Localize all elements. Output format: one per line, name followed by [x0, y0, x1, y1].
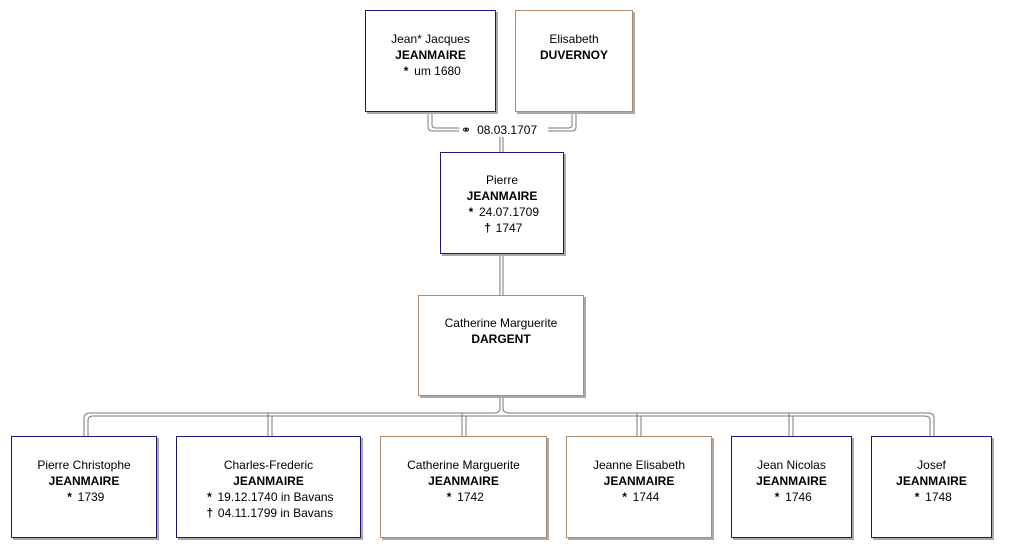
mother-surname: DUVERNOY	[539, 48, 608, 62]
birth-symbol: *	[403, 64, 409, 78]
birth-symbol: *	[67, 490, 72, 504]
child-card[interactable]: Jean Nicolas JEANMAIRE *1746	[731, 436, 852, 538]
birth-symbol: *	[774, 490, 780, 504]
mother-card[interactable]: Elisabeth DUVERNOY	[515, 10, 633, 112]
child-card[interactable]: Pierre Christophe JEANMAIRE *1739	[11, 436, 157, 538]
child-surname: JEANMAIRE	[233, 474, 304, 488]
father-birth: *um 1680	[366, 63, 495, 79]
marriage-date: 08.03.1707	[477, 123, 538, 137]
child-birth: *1746	[732, 489, 851, 505]
person-death: †1747	[441, 220, 563, 236]
child-birth: *19.12.1740 in Bavans	[177, 489, 360, 505]
spouse-given-name: Catherine Marguerite	[444, 316, 558, 330]
death-symbol: †	[484, 221, 491, 235]
marriage-icon: ⚭	[461, 123, 472, 137]
child-surname: JEANMAIRE	[896, 474, 967, 488]
father-card[interactable]: Jean* Jacques JEANMAIRE *um 1680	[365, 10, 496, 112]
child-card[interactable]: Josef JEANMAIRE *1748	[871, 436, 992, 538]
child-death: †04.11.1799 in Bavans	[177, 505, 360, 521]
spouse-card[interactable]: Catherine Marguerite DARGENT	[418, 295, 584, 396]
child-birth: *1742	[381, 489, 546, 505]
child-given-name: Charles-Frederic	[223, 458, 314, 472]
child-given-name: Catherine Marguerite	[407, 458, 520, 472]
father-given-name: Jean* Jacques	[391, 32, 470, 46]
birth-symbol: *	[622, 490, 627, 504]
child-surname: JEANMAIRE	[48, 474, 120, 488]
child-given-name: Josef	[917, 458, 946, 472]
person-birth: *24.07.1709	[441, 204, 563, 220]
child-birth: *1748	[872, 489, 991, 505]
child-card[interactable]: Charles-Frederic JEANMAIRE *19.12.1740 i…	[176, 436, 361, 538]
person-given-name: Pierre	[485, 173, 518, 187]
death-symbol: †	[206, 506, 214, 520]
person-card[interactable]: Pierre JEANMAIRE *24.07.1709 †1747	[440, 152, 564, 254]
marriage-label: ⚭ 08.03.1707	[459, 123, 540, 137]
child-surname: JEANMAIRE	[756, 474, 827, 488]
child-given-name: Pierre Christophe	[37, 458, 131, 472]
birth-symbol: *	[207, 490, 212, 504]
child-card[interactable]: Jeanne Elisabeth JEANMAIRE *1744	[566, 436, 712, 538]
child-birth: *1739	[12, 489, 156, 505]
child-given-name: Jeanne Elisabeth	[592, 458, 686, 472]
birth-symbol: *	[446, 490, 452, 504]
mother-given-name: Elisabeth	[549, 32, 599, 46]
child-birth: *1744	[567, 489, 711, 505]
child-given-name: Jean Nicolas	[757, 458, 826, 472]
birth-symbol: *	[914, 490, 920, 504]
child-card[interactable]: Catherine Marguerite JEANMAIRE *1742	[380, 436, 547, 538]
person-surname: JEANMAIRE	[466, 189, 538, 203]
spouse-surname: DARGENT	[471, 332, 531, 346]
father-surname: JEANMAIRE	[395, 48, 466, 62]
child-surname: JEANMAIRE	[428, 474, 499, 488]
birth-symbol: *	[468, 205, 474, 219]
child-surname: JEANMAIRE	[603, 474, 675, 488]
